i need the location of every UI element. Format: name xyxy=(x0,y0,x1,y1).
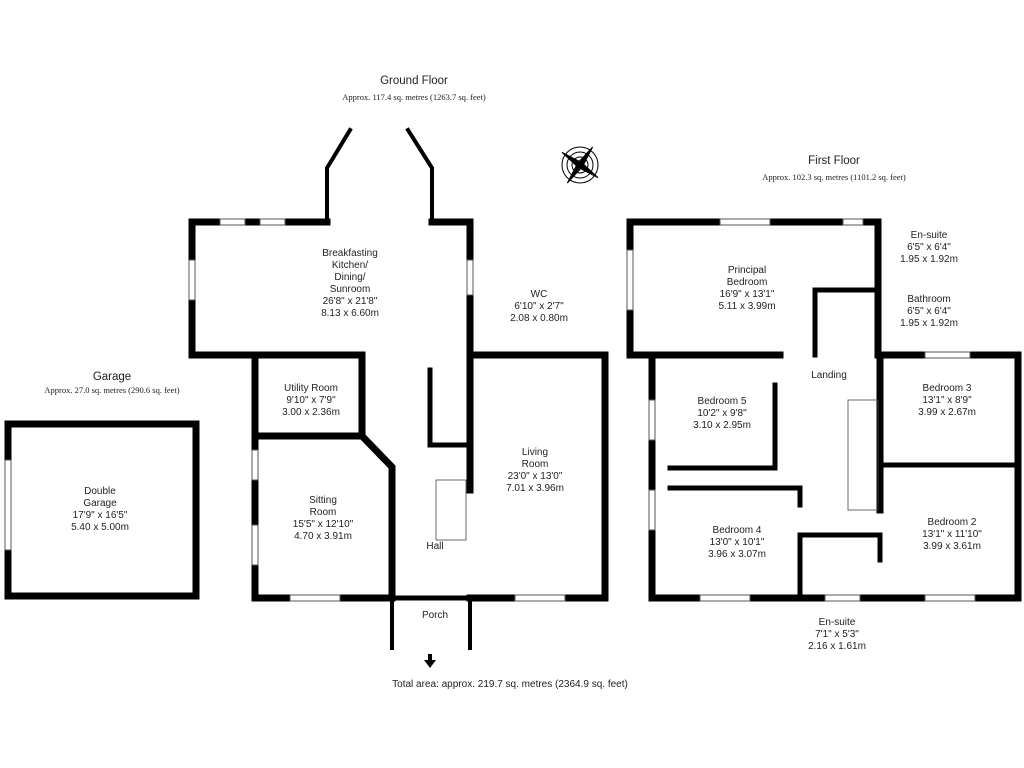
entrance-arrow-icon xyxy=(424,654,436,668)
total-area: Total area: approx. 219.7 sq. metres (23… xyxy=(392,679,628,690)
first-floor-title: First Floor xyxy=(808,155,860,167)
room-porch: Porch xyxy=(421,610,449,621)
wc-walls xyxy=(427,367,473,448)
compass-rose-icon xyxy=(561,146,599,184)
room-hall: Hall xyxy=(426,541,444,552)
sitting-inner-wall xyxy=(251,432,396,602)
bedroom5-wall xyxy=(667,382,778,471)
ground-floor-area: Approx. 117.4 sq. metres (1263.7 sq. fee… xyxy=(342,92,486,102)
first-floor-area: Approx. 102.3 sq. metres (1101.2 sq. fee… xyxy=(762,172,906,182)
garage-block-title: Garage xyxy=(92,371,132,383)
walls xyxy=(4,127,1022,650)
kitchen-right-wall xyxy=(428,218,474,356)
stairs xyxy=(435,399,879,541)
bedroom4-top xyxy=(667,485,803,508)
room-landing: Landing xyxy=(811,370,847,381)
windows xyxy=(4,218,976,602)
garage-block-area: Approx. 27.0 sq. metres (290.6 sq. feet) xyxy=(44,385,180,395)
first-floor-outline xyxy=(626,218,1022,602)
bay-right xyxy=(405,127,434,224)
ground-floor-title: Ground Floor xyxy=(380,75,448,87)
bay-left xyxy=(325,127,353,224)
ensuite2-walls xyxy=(797,532,883,601)
